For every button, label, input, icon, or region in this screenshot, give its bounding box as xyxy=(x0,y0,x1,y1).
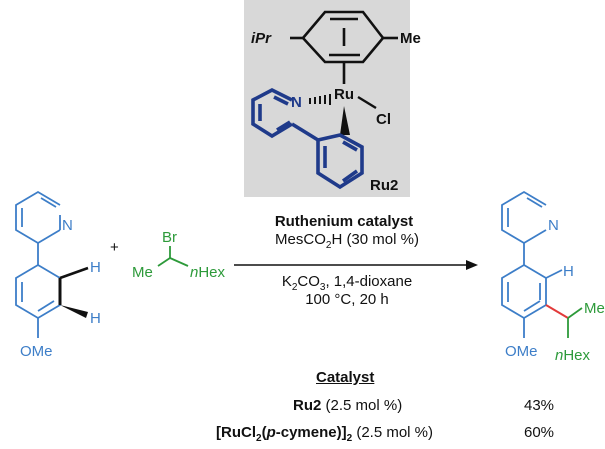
conditions-title: Ruthenium catalyst xyxy=(274,213,414,230)
product-pyridine-ring xyxy=(501,190,547,244)
reactant1-phenyl-ring xyxy=(15,263,61,320)
cymene-me-label: Me xyxy=(400,30,421,47)
reactant2-nhex-label: nHex xyxy=(190,264,226,281)
cl-label: Cl xyxy=(376,111,391,128)
ligand-n-label: N xyxy=(291,94,302,111)
reactant1-ome-label: OMe xyxy=(20,343,53,360)
reactant1-h2-label: H xyxy=(90,310,101,327)
ru-c-wedge-bond xyxy=(340,106,350,135)
ru2-label: Ru2 xyxy=(370,177,398,194)
ipr-label: iPr xyxy=(251,30,272,47)
reactant1-h1-label: H xyxy=(90,259,101,276)
table-row-loading: (2.5 mol %) xyxy=(356,424,434,441)
ru-label: Ru xyxy=(334,86,354,103)
product-new-cc-bond xyxy=(545,304,569,319)
reactant1-pyridine-ring xyxy=(15,190,61,244)
table-row-yield: 60% xyxy=(524,424,555,441)
reactant1-n-label: N xyxy=(62,217,73,234)
ligand-pyridine-ring xyxy=(251,87,293,139)
table-row-yield: 43% xyxy=(524,397,555,414)
table-row-loading: (2.5 mol %) xyxy=(325,397,403,414)
product-alkyl-chain xyxy=(567,307,583,338)
product-me-label: Me xyxy=(584,300,605,317)
product-phenyl-ring xyxy=(501,263,547,320)
product-ch-bond xyxy=(545,269,563,279)
p-cymene-ring xyxy=(290,10,398,84)
table-row-catalyst: [RuCl2(p-cymene)]2 xyxy=(216,424,353,444)
reactant2-me-label: Me xyxy=(132,264,153,281)
reaction-arrowhead xyxy=(466,260,478,270)
table-row-catalyst: Ru2 xyxy=(293,397,322,414)
ligand-biaryl-bond xyxy=(291,122,319,142)
conditions-line2: K2CO3, 1,4-dioxane xyxy=(281,273,413,293)
product-ome-label: OMe xyxy=(505,343,538,360)
reactant2-br-label: Br xyxy=(162,229,177,246)
product-h-label: H xyxy=(563,263,574,280)
catalyst-box xyxy=(244,0,410,197)
table-header: Catalyst xyxy=(316,369,375,386)
reactant2-skeleton xyxy=(157,246,189,267)
ru-n-hashed-bond xyxy=(309,94,331,105)
plus-sign: + xyxy=(110,239,119,256)
conditions-line1: MesCO2H (30 mol %) xyxy=(275,231,419,251)
ru-cl-bond xyxy=(357,95,377,110)
reactant1-ch-bond-2 xyxy=(60,305,88,318)
conditions-line3: 100 °C, 20 h xyxy=(305,291,389,308)
product-nhex-label: nHex xyxy=(555,347,591,364)
table-row: Ru2 (2.5 mol %) xyxy=(293,397,402,414)
reactant1-ch-bond-1 xyxy=(59,266,89,280)
product-n-label: N xyxy=(548,217,559,234)
ligand-phenyl-ring xyxy=(316,133,364,190)
table-row: [RuCl2(p-cymene)]2 (2.5 mol %) xyxy=(216,424,433,444)
